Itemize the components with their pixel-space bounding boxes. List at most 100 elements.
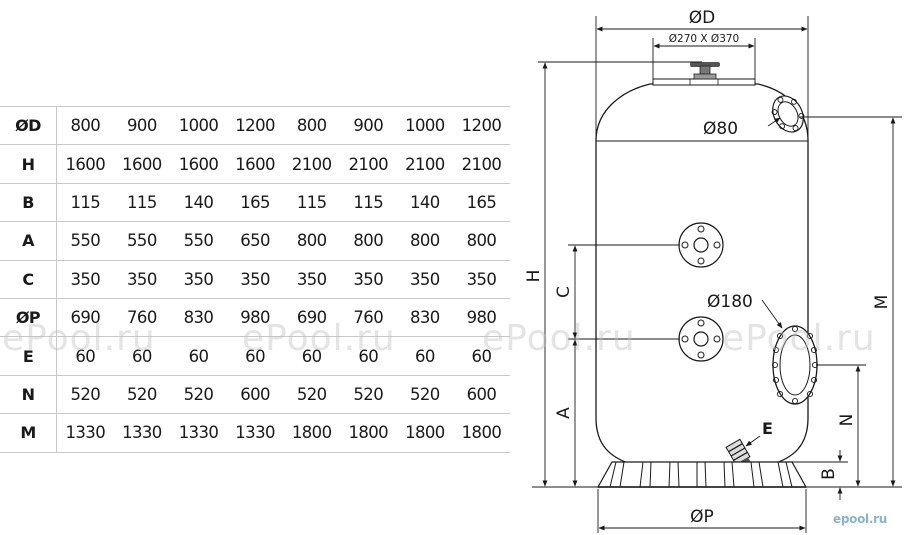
tank-base xyxy=(596,461,808,488)
table-cell: 60 xyxy=(283,336,340,376)
table-cell: 1000 xyxy=(396,105,454,146)
table-cell: 800 xyxy=(339,221,397,261)
table-cell: 60 xyxy=(396,336,454,376)
table-cell: 1200 xyxy=(453,105,510,146)
row-label: H xyxy=(0,144,57,184)
table-cell: 1800 xyxy=(283,413,340,453)
table-cell: 60 xyxy=(226,336,284,376)
table-cell: 1330 xyxy=(170,413,227,453)
label-p: ØP xyxy=(690,507,714,527)
table-cell: 1600 xyxy=(113,144,171,184)
table-cell: 520 xyxy=(396,375,454,415)
label-top-port: Ø80 xyxy=(703,119,738,139)
table-cell: 1600 xyxy=(226,144,284,184)
label-b: B xyxy=(819,468,839,480)
table-cell: 350 xyxy=(453,260,510,299)
table-cell: 350 xyxy=(396,260,454,299)
table-cell: 520 xyxy=(283,375,340,415)
table-cell: 1800 xyxy=(453,413,510,453)
row-label: ØD xyxy=(0,105,57,146)
table-cell: 2100 xyxy=(283,144,340,184)
label-m: M xyxy=(872,295,892,310)
table-cell: 520 xyxy=(170,375,227,415)
label-lid-size: Ø270 X Ø370 xyxy=(669,33,739,45)
table-cell: 980 xyxy=(453,298,510,338)
table-cell: 60 xyxy=(339,336,397,376)
vent-valve-icon xyxy=(690,62,720,80)
table-cell: 690 xyxy=(283,298,340,338)
row-label: C xyxy=(0,260,57,299)
site-logo: epool.ru xyxy=(833,512,887,526)
table-cell: 115 xyxy=(339,183,397,223)
table-cell: 900 xyxy=(339,105,397,146)
table-cell: 1330 xyxy=(56,413,114,453)
label-e: E xyxy=(762,419,773,438)
table-cell: 140 xyxy=(396,183,454,223)
row-label: ØP xyxy=(0,298,57,338)
table-cell: 1330 xyxy=(226,413,284,453)
table-cell: 350 xyxy=(113,260,171,299)
label-c: C xyxy=(554,286,574,298)
table-cell: 350 xyxy=(226,260,284,299)
table-cell: 350 xyxy=(170,260,227,299)
table-cell: 60 xyxy=(170,336,227,376)
table-cell: 900 xyxy=(113,105,171,146)
table-cell: 60 xyxy=(56,336,114,376)
table-cell: 2100 xyxy=(339,144,397,184)
table-cell: 350 xyxy=(283,260,340,299)
table-cell: 140 xyxy=(170,183,227,223)
row-label: N xyxy=(0,375,57,415)
table-cell: 115 xyxy=(56,183,114,223)
upper-side-flange xyxy=(678,222,724,268)
table-cell: 800 xyxy=(283,221,340,261)
table-cell: 520 xyxy=(56,375,114,415)
lid-plate xyxy=(652,78,756,86)
row-label: E xyxy=(0,336,57,376)
table-cell: 115 xyxy=(283,183,340,223)
table-cell: 1600 xyxy=(56,144,114,184)
table-cell: 1200 xyxy=(226,105,284,146)
label-a: A xyxy=(554,407,574,419)
table-cell: 800 xyxy=(56,105,114,146)
table-cell: 2100 xyxy=(396,144,454,184)
row-label: A xyxy=(0,221,57,261)
table-cell: 1000 xyxy=(170,105,227,146)
table-cell: 550 xyxy=(56,221,114,261)
table-cell: 1800 xyxy=(396,413,454,453)
table-cell: 165 xyxy=(226,183,284,223)
table-cell: 650 xyxy=(226,221,284,261)
table-cell: 350 xyxy=(339,260,397,299)
table-cell: 600 xyxy=(453,375,510,415)
table-cell: 760 xyxy=(339,298,397,338)
table-cell: 830 xyxy=(396,298,454,338)
table-cell: 60 xyxy=(453,336,510,376)
table-cell: 1600 xyxy=(170,144,227,184)
table-cell: 800 xyxy=(396,221,454,261)
table-cell: 350 xyxy=(56,260,114,299)
table-cell: 830 xyxy=(170,298,227,338)
table-cell: 60 xyxy=(113,336,171,376)
manhole-flange xyxy=(771,325,819,405)
table-cell: 980 xyxy=(226,298,284,338)
table-cell: 165 xyxy=(453,183,510,223)
table-cell: 1800 xyxy=(339,413,397,453)
table-cell: 800 xyxy=(453,221,510,261)
table-cell: 550 xyxy=(170,221,227,261)
lower-side-flange xyxy=(678,316,724,362)
table-cell: 1330 xyxy=(113,413,171,453)
row-label: B xyxy=(0,183,57,223)
table-cell: 115 xyxy=(113,183,171,223)
table-cell: 520 xyxy=(339,375,397,415)
table-cell: 800 xyxy=(283,105,340,146)
